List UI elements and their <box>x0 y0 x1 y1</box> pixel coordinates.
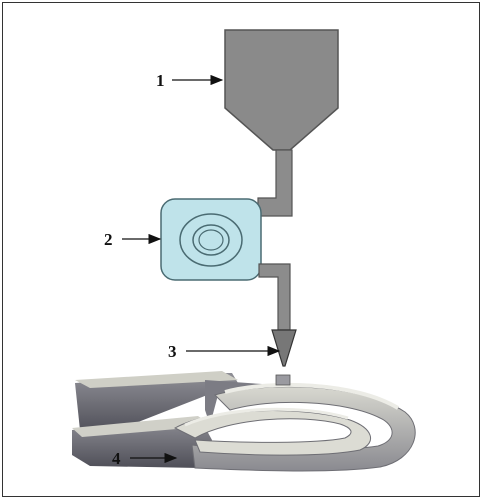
diagram-frame <box>2 2 480 497</box>
label-3: 3 <box>168 342 177 361</box>
delivery-pipe <box>258 263 291 331</box>
hopper <box>224 29 339 151</box>
printed-structure <box>72 371 416 472</box>
pump <box>160 198 262 281</box>
label-4: 4 <box>112 449 121 468</box>
label-1: 1 <box>156 71 165 90</box>
nozzle <box>271 329 297 367</box>
feed-pipe <box>257 149 293 217</box>
label-2: 2 <box>104 230 113 249</box>
